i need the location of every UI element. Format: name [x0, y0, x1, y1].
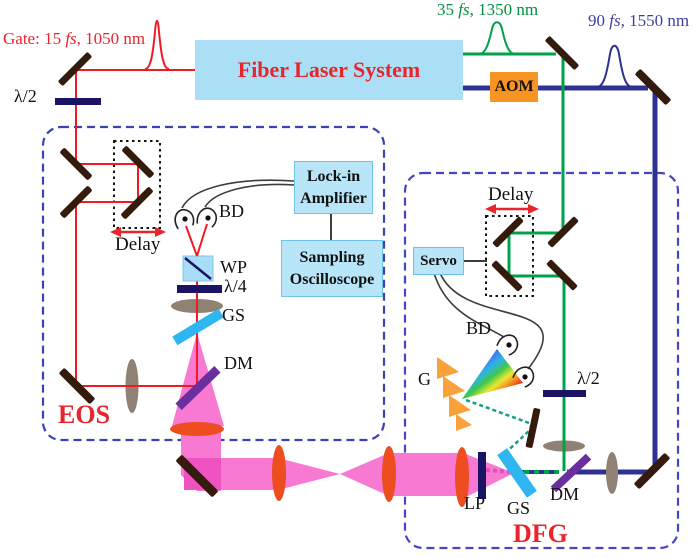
- eos-delay-mirror-1: [60, 148, 92, 180]
- scope-line2: Oscilloscope: [289, 270, 375, 288]
- quarter-waveplate: [177, 285, 222, 293]
- fiber-laser-label: Fiber Laser System: [237, 57, 421, 82]
- idler-pulse-label: 90 fs, 1550 nm: [588, 11, 690, 30]
- gate-pulse-icon: [144, 19, 170, 70]
- gate-mirror: [58, 52, 92, 86]
- photodiode-dfg-bottom: [512, 366, 535, 388]
- dichroic-mirror-dfg: [550, 453, 592, 493]
- lens-mir-3: [455, 447, 469, 507]
- gate-beam-split: [185, 223, 208, 257]
- bd-eos-label: BD: [219, 201, 245, 221]
- aom-label: AOM: [494, 78, 534, 95]
- dfg-section-label: DFG: [513, 519, 568, 548]
- dfg-delay-retro-1: [492, 216, 524, 248]
- dfg-delay-retro-2: [491, 260, 523, 292]
- feedback-mirror: [525, 408, 541, 448]
- dispersed-spectrum: [462, 349, 523, 399]
- longpass-label: LP: [464, 493, 486, 513]
- wollaston-prism: [182, 255, 214, 282]
- photodiodes: [174, 207, 535, 388]
- half-waveplate-gate-label: λ/2: [14, 86, 37, 106]
- mir-collimated: [389, 453, 458, 496]
- servo-to-bd-wire2: [439, 272, 544, 370]
- aom-box: AOM: [490, 72, 538, 102]
- signal-pulse-icon: [478, 21, 516, 55]
- eos-delay-retro-2: [121, 187, 153, 219]
- dfg-section-box: [403, 171, 680, 550]
- dm-dfg-label: DM: [550, 484, 580, 504]
- gs-dfg-label: GS: [507, 498, 531, 518]
- lockin-line2: Amplifier: [300, 189, 367, 207]
- gs-eos-label: GS: [222, 305, 246, 325]
- dfg-delay-mirror-1: [547, 216, 579, 248]
- half-waveplate-gate: [55, 98, 101, 105]
- gate-beam: [75, 69, 198, 388]
- eos-delay-mirror-2: [60, 186, 92, 218]
- sampling-oscilloscope-box: Sampling Oscilloscope: [281, 240, 383, 297]
- bd-to-lockin-wire: [181, 179, 295, 209]
- fiber-laser-box: Fiber Laser System: [195, 40, 463, 100]
- servo-label: Servo: [420, 252, 457, 269]
- wollaston-label: WP: [220, 257, 247, 277]
- signal-pulse-label: 35 fs, 1350 nm: [437, 0, 539, 19]
- grating-label: G: [418, 369, 431, 389]
- half-waveplate-dfg-label: λ/2: [577, 368, 600, 388]
- dfg-delay-label: Delay: [488, 184, 534, 205]
- servo-box: Servo: [413, 247, 464, 275]
- signal-mirror: [545, 36, 579, 70]
- grating: [437, 357, 472, 431]
- eos-section-box: [41, 125, 386, 442]
- lens-eos-mir: [170, 422, 224, 436]
- eos-delay-arrow: [110, 227, 166, 237]
- lens-dfg-blue: [606, 452, 618, 494]
- gate-fold-mirror: [59, 368, 95, 404]
- gs-crystal-eos: [172, 308, 224, 346]
- mir-focus-in: [278, 458, 340, 490]
- eos-section-label: EOS: [58, 400, 111, 429]
- gate-pulse-label: Gate: 15 fs, 1050 nm: [3, 29, 146, 48]
- gs-crystal-dfg: [497, 448, 537, 498]
- lens-mir-2: [382, 446, 396, 502]
- idler-pulse-icon: [596, 44, 633, 88]
- lens-mir-1: [272, 445, 286, 501]
- longpass-filter: [478, 452, 486, 499]
- scope-line1: Sampling: [299, 248, 365, 266]
- bd-to-lockin-wire2: [204, 183, 295, 208]
- feedback-beam-2: [465, 398, 530, 425]
- dfg-delay-arrow: [485, 204, 539, 214]
- signal-beam: [463, 52, 566, 471]
- idler-mirror-bottom: [634, 453, 670, 489]
- mir-fold-mirror: [176, 455, 218, 497]
- dfg-delay-stage-box: [485, 215, 534, 297]
- quarter-waveplate-label: λ/4: [224, 276, 247, 296]
- photodiode-eos-right: [196, 207, 218, 228]
- dfg-delay-mirror-2: [546, 259, 578, 291]
- lockin-amplifier-box: Lock-in Amplifier: [294, 161, 373, 214]
- servo-to-bd-wire: [433, 272, 505, 338]
- eos-delay-stage-box: [113, 140, 161, 229]
- mir-focus-out: [340, 453, 389, 496]
- dm-eos-label: DM: [224, 353, 254, 373]
- idler-mirror-top: [635, 69, 671, 105]
- photodiode-eos-left: [174, 208, 195, 230]
- mirrors: [58, 36, 671, 497]
- eos-delay-retro-1: [122, 146, 154, 178]
- lockin-line1: Lock-in: [306, 167, 361, 185]
- eos-delay-label: Delay: [115, 234, 161, 255]
- bd-dfg-label: BD: [466, 318, 492, 338]
- idler-beam: [463, 85, 658, 475]
- photodiode-dfg-top: [496, 334, 519, 356]
- half-waveplate-dfg: [543, 390, 586, 397]
- dichroic-mirror-eos: [175, 366, 221, 410]
